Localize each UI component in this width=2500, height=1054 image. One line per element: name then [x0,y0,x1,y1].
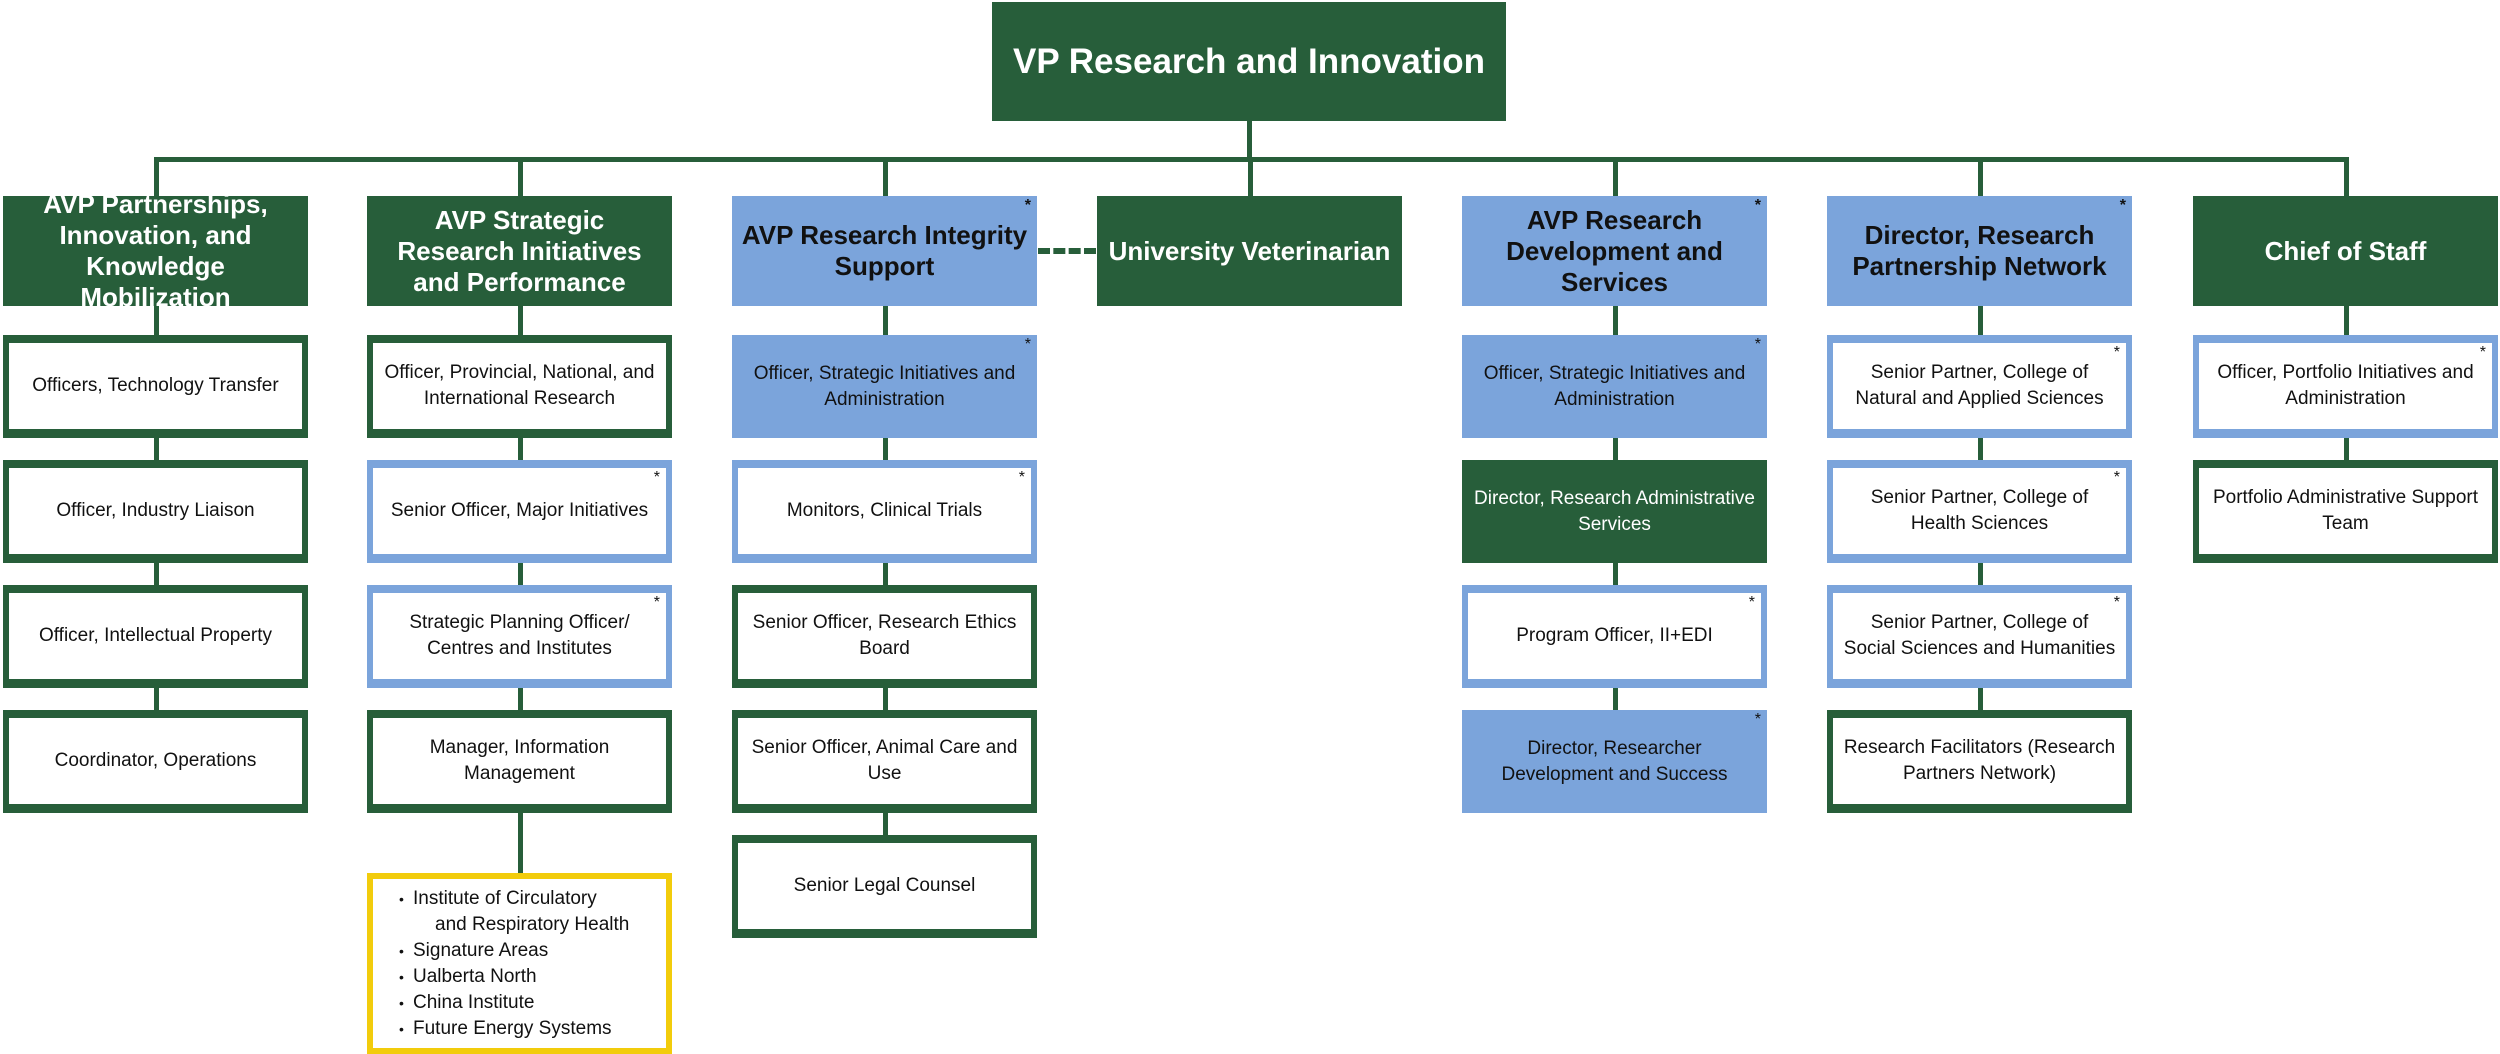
asterisk-marker: * [1754,711,1761,728]
asterisk-marker: * [653,469,660,486]
head-connector [1977,157,1983,197]
asterisk-marker: * [1024,336,1031,353]
box-label: Officers, Technology Transfer [32,375,279,396]
asterisk-marker: * [1754,197,1761,214]
box-label: Strategic Planning Officer/ Centres and … [409,612,630,659]
role-box: Officer, Intellectual Property [3,585,308,688]
head-box: AVP Research Integrity Support * [732,196,1037,306]
dotted-connector [1038,248,1096,254]
box-label: Director, Research Partnership Network [1852,220,2107,281]
box-label: Director, Research Administrative Servic… [1474,487,1755,535]
role-box: Senior Partner, College of Social Scienc… [1827,585,2132,688]
box-label: Monitors, Clinical Trials [786,500,983,521]
asterisk-marker: * [2113,344,2120,361]
role-box: Director, Researcher Development and Suc… [1462,710,1767,813]
head-connector [153,157,159,197]
head-box: AVP Strategic Research Initiatives and P… [367,196,672,306]
box-label: Coordinator, Operations [54,750,257,771]
box-label: Senior Partner, College of Natural and A… [1855,362,2104,409]
role-box: Coordinator, Operations [3,710,308,813]
role-box: Director, Research Administrative Servic… [1462,460,1767,563]
box-label: AVP Strategic Research Initiatives and P… [397,204,642,297]
box-label: Senior Partner, College of Health Scienc… [1870,487,2089,534]
asterisk-marker: * [2113,594,2120,611]
asterisk-marker: * [1018,469,1025,486]
role-box: Senior Officer, Animal Care and Use [732,710,1037,813]
role-box: Senior Partner, College of Natural and A… [1827,335,2132,438]
asterisk-marker: * [653,594,660,611]
box-label: VP Research and Innovation [1013,41,1485,81]
root-box: VP Research and Innovation [992,2,1506,121]
head-connector [1612,157,1618,197]
head-box: AVP Research Development and Services * [1462,196,1767,306]
head-connector [882,157,888,197]
role-box: Senior Legal Counsel [732,835,1037,938]
box-label: Portfolio Administrative Support Team [2212,487,2479,534]
box-label: Officer, Strategic Initiatives and Admin… [753,362,1016,410]
box-label: AVP Research Integrity Support [741,220,1028,281]
head-connector [2343,157,2349,197]
head-box: University Veterinarian [1097,196,1402,306]
asterisk-marker: * [2119,197,2126,214]
role-box: Research Facilitators (Research Partners… [1827,710,2132,813]
box-label: Research Facilitators (Research Partners… [1843,737,2116,784]
institute-item: Ualberta North [399,964,629,990]
role-box: Officer, Portfolio Initiatives and Admin… [2193,335,2498,438]
role-box: Officer, Provincial, National, and Inter… [367,335,672,438]
box-label: Program Officer, II+EDI [1516,625,1713,646]
column-connector [882,306,888,837]
box-label: Officer, Provincial, National, and Inter… [384,362,655,409]
box-label: Senior Officer, Major Initiatives [390,500,649,521]
box-label: Senior Legal Counsel [793,875,976,896]
box-label: Chief of Staff [2264,235,2427,266]
head-box: AVP Partnerships, Innovation, and Knowle… [3,189,308,312]
box-label: Senior Partner, College of Social Scienc… [1843,612,2116,659]
asterisk-marker: * [1024,197,1031,214]
role-box: Senior Partner, College of Health Scienc… [1827,460,2132,563]
asterisk-marker: * [1748,594,1755,611]
root-connector [1247,121,1252,161]
institute-item: Future Energy Systems [399,1016,629,1042]
institute-item: Signature Areas [399,938,629,964]
asterisk-marker: * [1754,336,1761,353]
institute-item: Institute of Circulatory [399,886,629,912]
head-connector [517,157,523,197]
role-box: Officer, Strategic Initiatives and Admin… [732,335,1037,438]
box-label: Senior Officer, Research Ethics Board [752,612,1017,659]
box-label: University Veterinarian [1108,235,1391,266]
role-box: Strategic Planning Officer/ Centres and … [367,585,672,688]
box-label: Officer, Portfolio Initiatives and Admin… [2217,362,2474,409]
box-label: Senior Officer, Animal Care and Use [751,737,1018,784]
box-label: Officer, Intellectual Property [38,625,273,646]
box-label: Officer, Industry Liaison [56,500,255,521]
head-box: Chief of Staff [2193,196,2498,306]
box-label: AVP Partnerships, Innovation, and Knowle… [43,189,268,312]
box-label: Officer, Strategic Initiatives and Admin… [1483,362,1746,410]
role-box: Officer, Industry Liaison [3,460,308,563]
box-label: AVP Research Development and Services [1506,204,1723,297]
head-connector [1247,157,1253,197]
role-box: Senior Officer, Research Ethics Board [732,585,1037,688]
role-box: Officers, Technology Transfer [3,335,308,438]
role-box: Senior Officer, Major Initiatives* [367,460,672,563]
role-box: Program Officer, II+EDI * [1462,585,1767,688]
role-box: Monitors, Clinical Trials * [732,460,1037,563]
head-box: Director, Research Partnership Network * [1827,196,2132,306]
role-box: Officer, Strategic Initiatives and Admin… [1462,335,1767,438]
institute-item: and Respiratory Health [435,913,630,935]
role-box: Portfolio Administrative Support Team [2193,460,2498,563]
institute-item: China Institute [399,990,629,1016]
role-box: Manager, Information Management [367,710,672,813]
asterisk-marker: * [2479,344,2486,361]
box-label: Director, Researcher Development and Suc… [1501,737,1728,785]
asterisk-marker: * [2113,469,2120,486]
box-label: Manager, Information Management [429,737,610,784]
